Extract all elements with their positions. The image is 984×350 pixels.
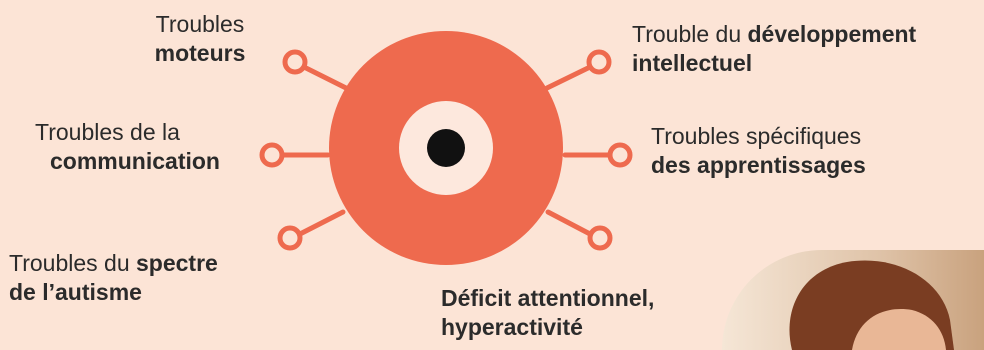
- connector-attention: [545, 209, 593, 237]
- label-attention-bold2: hyperactivité: [441, 314, 583, 340]
- label-intellectuel-bold1: développement: [747, 21, 917, 47]
- connector-moteurs: [303, 65, 349, 91]
- label-troubles-communication: Troubles de la communication: [35, 118, 220, 176]
- photo-illustration: [722, 250, 984, 350]
- connector-autisme: [297, 209, 346, 237]
- label-moteurs-bold: moteurs: [154, 40, 246, 66]
- label-intellectuel-bold2: intellectuel: [632, 50, 753, 76]
- node-autisme: [277, 225, 303, 251]
- label-autisme-bold1: spectre: [136, 250, 218, 276]
- node-moteurs: [282, 49, 308, 75]
- node-apprentissages: [607, 142, 633, 168]
- label-apprentissages-bold: des apprentissages: [651, 152, 866, 178]
- label-moteurs-prefix: Troubles: [155, 11, 245, 37]
- label-communication-bold: communication: [50, 148, 220, 174]
- label-troubles-moteurs: Troubles moteurs: [140, 10, 260, 68]
- label-intellectuel-prefix: Trouble du: [632, 21, 748, 47]
- face-shape: [852, 309, 946, 350]
- node-intellectuel: [586, 49, 612, 75]
- person-photo: [722, 250, 984, 350]
- label-attention-bold1: Déficit attentionnel,: [441, 285, 655, 311]
- label-trouble-intellectuel: Trouble du développement intellectuel: [632, 20, 916, 78]
- label-apprentissages-prefix: Troubles spécifiques: [651, 123, 862, 149]
- node-communication: [259, 142, 285, 168]
- label-autisme-prefix: Troubles du: [9, 250, 136, 276]
- connectors: [281, 65, 612, 237]
- connector-intellectuel: [544, 65, 591, 91]
- node-attention: [587, 225, 613, 251]
- label-deficit-attention: Déficit attentionnel, hyperactivité: [441, 284, 654, 342]
- connector-nodes: [259, 49, 633, 251]
- label-communication-prefix: Troubles de la: [35, 119, 180, 145]
- label-troubles-apprentissages: Troubles spécifiques des apprentissages: [651, 122, 866, 180]
- label-troubles-autisme: Troubles du spectre de l’autisme: [9, 249, 218, 307]
- eye-pupil: [427, 129, 465, 167]
- label-autisme-bold2: de l’autisme: [9, 279, 142, 305]
